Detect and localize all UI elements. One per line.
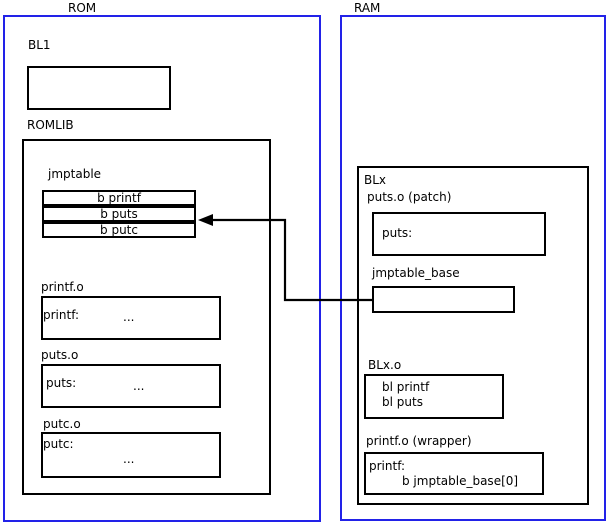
ram-region-label: RAM — [354, 1, 381, 15]
bl1-box — [27, 66, 171, 110]
blx-label: BLx — [364, 173, 387, 187]
jmptable-base-label: jmptable_base — [372, 266, 460, 280]
puts-patch-label: puts.o (patch) — [367, 190, 452, 204]
blx-o-box — [364, 374, 504, 419]
jmptable-entry-0: b printf — [42, 190, 196, 206]
putc-o-box — [41, 432, 221, 478]
jmptable-entry-2: b putc — [42, 222, 196, 238]
puts-patch-box — [372, 212, 546, 256]
puts-o-body: ... — [133, 379, 145, 393]
puts-o-symbol: puts: — [46, 376, 77, 390]
blx-o-line-2: bl puts — [382, 395, 423, 409]
printf-wrapper-instruction: b jmptable_base[0] — [402, 474, 519, 488]
rom-region-label: ROM — [68, 1, 97, 15]
printf-wrapper-box — [364, 452, 544, 495]
puts-patch-symbol: puts: — [382, 226, 413, 240]
jmptable-label: jmptable — [48, 167, 102, 181]
putc-o-symbol: putc: — [43, 437, 74, 451]
jmptable-entry-1: b puts — [42, 206, 196, 222]
romlib-label: ROMLIB — [27, 118, 74, 132]
jmptable-base-box — [372, 286, 515, 313]
putc-o-body: ... — [123, 452, 135, 466]
puts-o-box — [41, 364, 221, 408]
blx-o-line-1: bl printf — [382, 380, 430, 394]
putc-o-label: putc.o — [43, 417, 81, 431]
printf-o-label: printf.o — [41, 280, 84, 294]
printf-wrapper-symbol: printf: — [369, 459, 406, 473]
printf-o-body: ... — [123, 310, 135, 324]
printf-o-symbol: printf: — [43, 308, 80, 322]
puts-o-label: puts.o — [41, 348, 79, 362]
printf-wrapper-label: printf.o (wrapper) — [366, 434, 472, 448]
bl1-label: BL1 — [28, 38, 51, 52]
blx-o-label: BLx.o — [368, 358, 402, 372]
printf-o-box — [41, 296, 221, 340]
